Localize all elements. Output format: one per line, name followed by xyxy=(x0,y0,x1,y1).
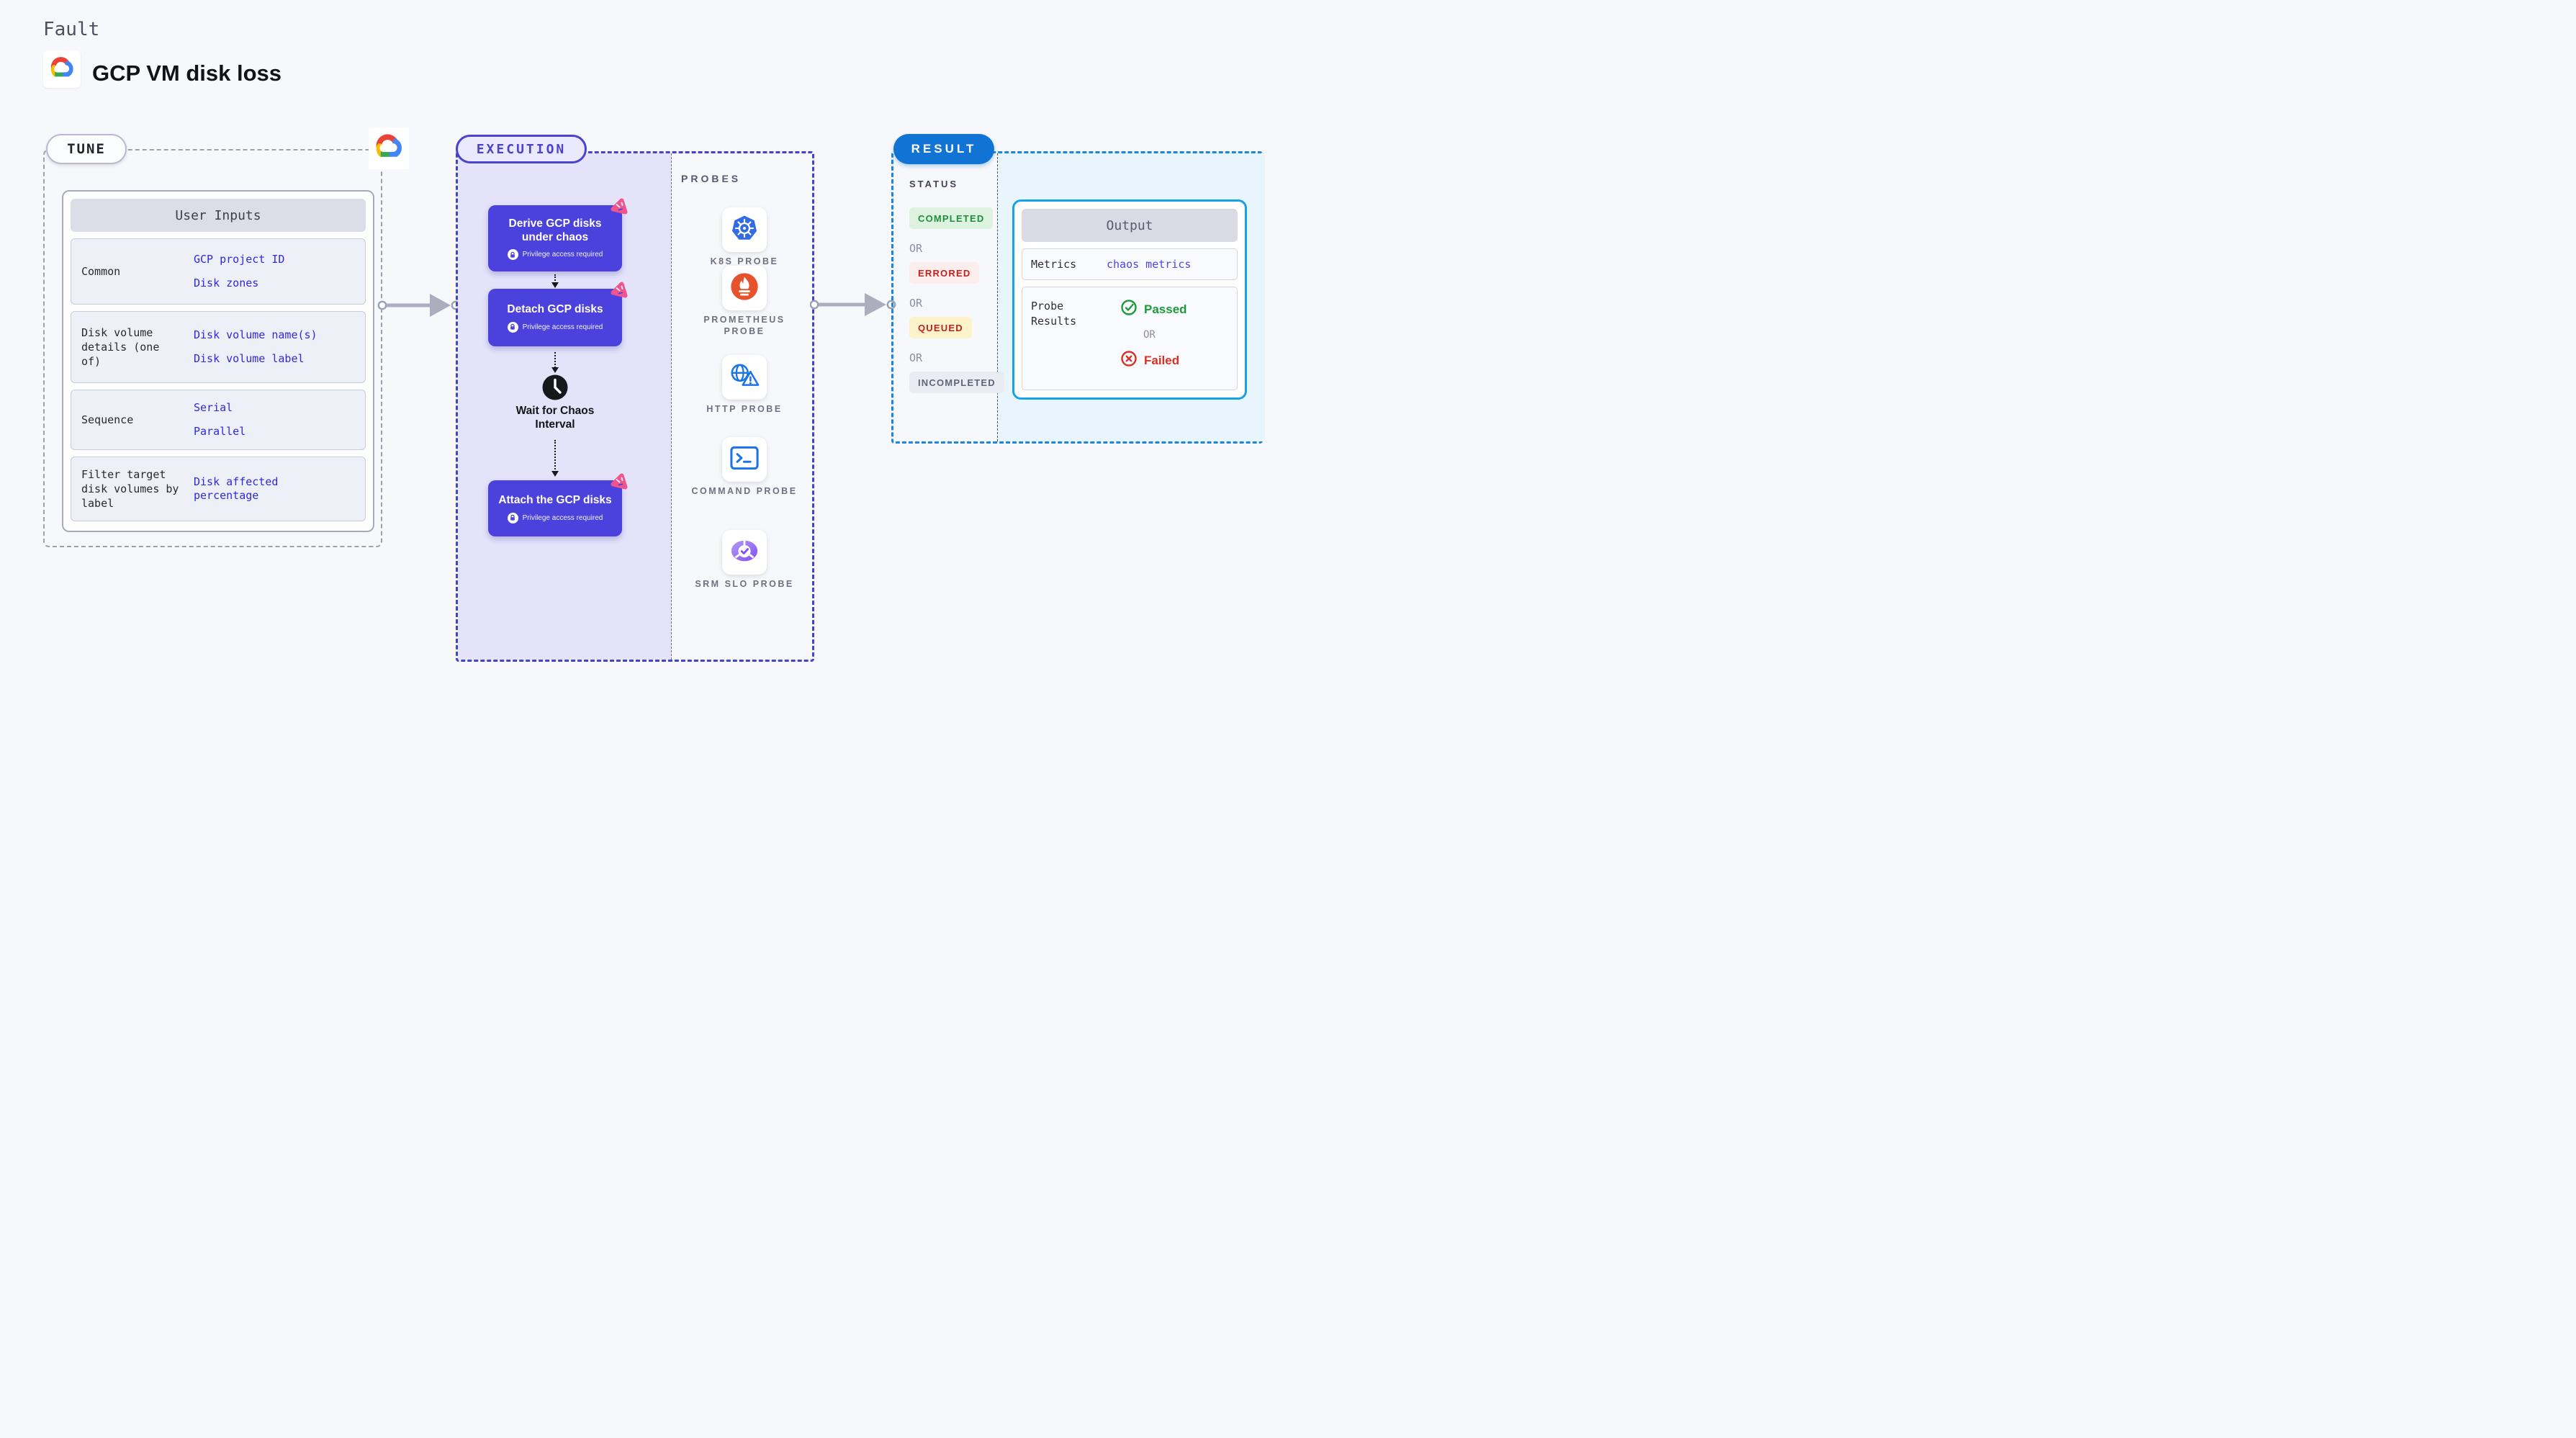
chaos-fault-badge-icon xyxy=(610,472,629,495)
wait-step-label: Wait for Chaos Interval xyxy=(515,405,595,431)
probe-result-passed: Passed xyxy=(1120,299,1187,320)
row-value: Parallel xyxy=(194,425,246,438)
probe-label: COMMAND PROBE xyxy=(691,486,798,496)
kubernetes-icon xyxy=(729,213,760,247)
connector-dot xyxy=(377,300,387,310)
result-badge: RESULT xyxy=(893,134,994,164)
table-row: Filter target disk volumes by label Disk… xyxy=(71,457,366,521)
row-value: Disk zones xyxy=(194,277,259,289)
step-derive-gcp-disks: Derive GCP disks under chaos Privilege a… xyxy=(488,198,628,271)
metrics-row: Metrics chaos metrics xyxy=(1022,248,1238,280)
probe-card-srm-slo xyxy=(722,530,767,575)
connector-dot xyxy=(810,300,819,310)
probe-results-row: Probe Results Passed OR xyxy=(1022,287,1238,390)
slo-gauge-check-icon xyxy=(729,537,760,568)
probe-card-prometheus xyxy=(722,266,767,310)
probe-label: SRM SLO PROBE xyxy=(695,579,794,589)
step-title: Detach GCP disks xyxy=(507,303,603,316)
execution-badge: EXECUTION xyxy=(456,135,587,163)
or-label: OR xyxy=(909,242,923,255)
status-header: STATUS xyxy=(909,179,959,189)
table-row: Common GCP project ID Disk zones xyxy=(71,238,366,305)
tune-section-box xyxy=(43,149,382,547)
probe-card-http xyxy=(722,355,767,400)
step-attach-gcp-disks: Attach the GCP disks Privilege access re… xyxy=(488,473,628,536)
probe-result-failed: Failed xyxy=(1120,350,1187,371)
row-label: Sequence xyxy=(81,413,134,426)
step-detach-gcp-disks: Detach GCP disks Privilege access requir… xyxy=(488,282,628,346)
probe-card-k8s xyxy=(722,207,767,252)
metrics-value: chaos metrics xyxy=(1107,258,1192,271)
clock-icon xyxy=(541,374,569,405)
row-label: Disk volume details (one of) xyxy=(81,325,160,369)
status-badge-queued: QUEUED xyxy=(909,317,972,338)
probe-card-command xyxy=(722,437,767,482)
table-row: Disk volume details (one of) Disk volume… xyxy=(71,311,366,383)
probes-header: PROBES xyxy=(681,173,742,184)
dotted-arrow-down-icon xyxy=(551,274,559,288)
execution-section-box: PROBES Derive GCP disks under chaos xyxy=(456,151,814,662)
x-circle-icon xyxy=(1120,350,1138,371)
table-row: Sequence Serial Parallel xyxy=(71,390,366,450)
lock-icon xyxy=(507,249,518,261)
row-value: Serial xyxy=(194,400,233,414)
tune-gcp-logo-card xyxy=(369,127,409,169)
gcp-cloud-icon xyxy=(48,56,76,83)
probe-label: K8S PROBE xyxy=(710,256,779,266)
check-circle-icon xyxy=(1120,299,1138,320)
lock-icon xyxy=(507,512,518,523)
http-globe-warning-icon xyxy=(729,362,760,393)
privilege-label: Privilege access required xyxy=(522,513,603,522)
dotted-arrow-down-icon xyxy=(551,440,559,477)
tune-badge: TUNE xyxy=(46,134,127,164)
or-label: OR xyxy=(909,351,923,364)
chaos-fault-badge-icon xyxy=(610,281,629,303)
lock-icon xyxy=(507,321,518,333)
failed-label: Failed xyxy=(1144,353,1180,367)
status-badge-completed: COMPLETED xyxy=(909,207,994,229)
output-header: Output xyxy=(1022,209,1238,242)
chaos-fault-badge-icon xyxy=(610,197,629,220)
row-value: GCP project ID xyxy=(194,252,285,266)
row-label: Common xyxy=(81,264,121,278)
row-value: Disk affected percentage xyxy=(194,475,279,503)
flow-arrow-tune-to-execution xyxy=(377,294,461,317)
probe-label: HTTP PROBE xyxy=(706,404,783,414)
status-badge-errored: ERRORED xyxy=(909,262,980,284)
row-value: Disk volume name(s) xyxy=(194,328,318,341)
user-inputs-table: User Inputs Common GCP project ID Disk z… xyxy=(62,190,374,532)
privilege-label: Privilege access required xyxy=(522,251,603,259)
prometheus-icon xyxy=(729,271,760,305)
probe-label: PROMETHEUS PROBE xyxy=(703,315,785,337)
gcp-cloud-icon xyxy=(372,133,405,163)
output-table: Output Metrics chaos metrics Probe Resul… xyxy=(1012,199,1247,400)
step-title: Derive GCP disks under chaos xyxy=(508,217,602,243)
terminal-icon xyxy=(729,445,760,475)
status-badge-incompleted: INCOMPLETED xyxy=(909,372,1004,393)
page-title: GCP VM disk loss xyxy=(92,60,282,86)
row-value: Disk volume label xyxy=(194,352,305,365)
dotted-arrow-down-icon xyxy=(551,352,559,373)
fault-kicker: Fault xyxy=(43,19,100,40)
privilege-label: Privilege access required xyxy=(522,323,603,331)
user-inputs-header: User Inputs xyxy=(71,199,366,232)
or-label: OR xyxy=(909,297,923,310)
metrics-label: Metrics xyxy=(1031,258,1077,271)
row-label: Filter target disk volumes by label xyxy=(81,467,179,511)
passed-label: Passed xyxy=(1144,302,1187,316)
step-title: Attach the GCP disks xyxy=(498,494,612,507)
or-label: OR xyxy=(1143,329,1156,341)
gcp-logo-card xyxy=(43,50,81,88)
flow-arrow-probes-to-result xyxy=(810,293,896,316)
probe-results-label: Probe Results xyxy=(1031,300,1077,328)
fault-diagram: Fault GCP VM disk loss TUNE Use xyxy=(0,0,1288,719)
